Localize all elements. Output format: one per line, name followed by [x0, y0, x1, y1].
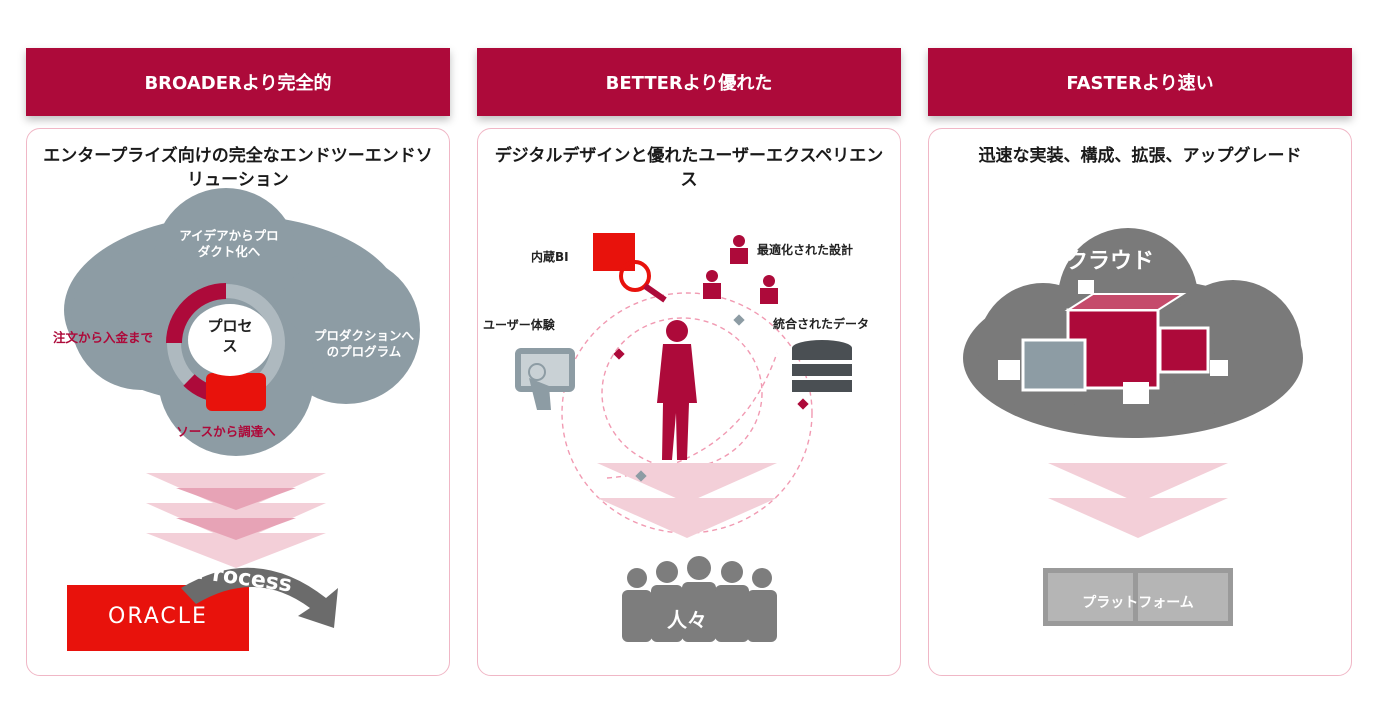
- better-illustration: [515, 233, 852, 642]
- subtitle-broader: エンタープライズ向けの完全なエンドツーエンドソリューション: [43, 146, 433, 190]
- label-idea-to-product: アイデアからプロダクト化へ: [179, 228, 279, 259]
- subtitle-faster: 迅速な実装、構成、拡張、アップグレード: [978, 146, 1302, 166]
- label-optimized-design: 最適化された設計: [757, 243, 854, 257]
- header-better: BETTERより優れた: [477, 48, 901, 116]
- embedded-bi-icon: [593, 233, 667, 303]
- cubes-icon: [998, 280, 1228, 404]
- column-better: BETTERより優れた デジタルデザインと優れたユーザーエクスペリエンス: [477, 48, 901, 676]
- label-embedded-bi: 内蔵BI: [531, 250, 569, 264]
- optimized-design-icon: [703, 235, 778, 304]
- people-silhouette-icon: [622, 556, 777, 642]
- integrated-data-database-icon: [792, 340, 852, 392]
- column-broader: BROADERより完全的 エンタープライズ向けの完全なエンドツーエンドソリューシ…: [26, 48, 450, 676]
- down-chevrons-icon: [597, 463, 777, 538]
- label-cloud: クラウド: [1066, 249, 1155, 274]
- header-broader: BROADERより完全的: [26, 48, 450, 116]
- faster-illustration: [963, 228, 1303, 626]
- label-integrated-data: 統合されたデータ: [773, 317, 870, 331]
- subtitle-better: デジタルデザインと優れたユーザーエクスペリエンス: [494, 146, 884, 190]
- business-person-icon: [657, 320, 697, 460]
- server-rack-icon: [1043, 568, 1233, 626]
- column-faster: FASTERより速い 迅速な実装、構成、拡張、アップグレード: [928, 48, 1352, 676]
- label-program-to-production: プロダクションへのプログラム: [313, 328, 414, 359]
- down-chevrons-icon: [1048, 463, 1228, 538]
- label-process-center: プロセス: [207, 317, 253, 355]
- oracle-logo-text: ORACLE: [108, 604, 208, 629]
- user-experience-tablet-icon: [515, 348, 575, 410]
- label-platform: プラットフォーム: [1082, 595, 1194, 611]
- label-user-experience: ユーザー体験: [483, 318, 555, 332]
- process-arrow-icon: [181, 567, 338, 628]
- header-faster: FASTERより速い: [928, 48, 1352, 116]
- process-ring-icon: [166, 283, 285, 411]
- oracle-logo-icon: [67, 585, 249, 651]
- broader-illustration: [64, 188, 420, 651]
- label-order-to-cash: 注文から入金まで: [52, 330, 153, 345]
- label-source-to-procure: ソースから調達へ: [176, 424, 276, 439]
- label-people: 人々: [667, 608, 707, 632]
